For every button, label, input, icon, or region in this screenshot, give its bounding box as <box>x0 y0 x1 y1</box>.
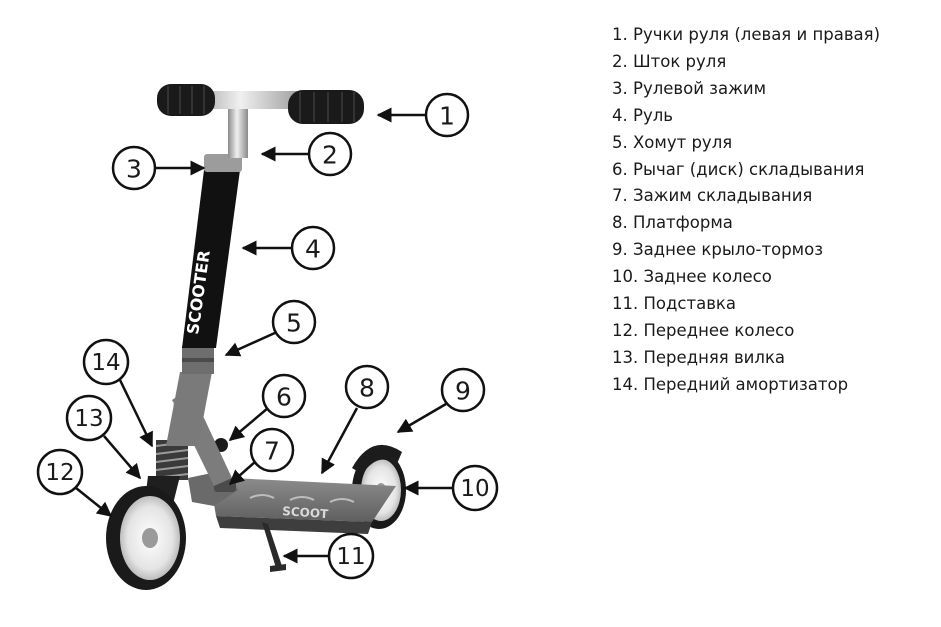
callout-9 <box>396 367 486 434</box>
callout-10 <box>403 464 499 512</box>
front-wheel <box>106 486 186 590</box>
callout-number-4: 4 <box>305 235 321 264</box>
callout-number-9: 9 <box>455 377 471 406</box>
legend-item: 1. Ручки руля (левая и правая) <box>612 25 881 44</box>
callouts <box>36 92 499 580</box>
parts-legend: 1. Ручки руля (левая и правая) 2. Шток р… <box>612 22 937 399</box>
callout-number-7: 7 <box>264 437 280 466</box>
callout-number-2: 2 <box>322 141 338 170</box>
callout-4 <box>241 225 336 271</box>
legend-item: 11. Подставка <box>612 294 736 314</box>
callout-number-13: 13 <box>74 406 103 432</box>
legend-item: 14. Передний амортизатор <box>612 374 849 394</box>
handlebar-stem <box>228 108 248 158</box>
rear-fender-brake <box>352 444 402 474</box>
callout-11 <box>282 532 375 580</box>
callout-7 <box>228 427 295 485</box>
callout-14 <box>82 338 154 448</box>
legend-item: 4. Руль <box>612 105 673 125</box>
legend-item: 10. Заднее колесо <box>612 267 772 287</box>
callout-3 <box>111 145 206 191</box>
legend-item: 5. Хомут руля <box>612 132 733 152</box>
legend-item: 12. Переднее колесо <box>612 320 795 340</box>
callout-number-5: 5 <box>286 309 302 338</box>
steering-column <box>166 372 212 446</box>
callout-number-10: 10 <box>460 476 489 502</box>
legend-item: 8. Платформа <box>612 213 733 233</box>
callout-number-6: 6 <box>276 383 292 412</box>
deck: SCOOT <box>212 478 396 534</box>
deck-logo: SCOOT <box>282 504 330 521</box>
callout-12 <box>36 448 113 517</box>
callout-1 <box>376 92 470 138</box>
legend-item: 13. Передняя вилка <box>612 347 786 367</box>
front-shock <box>155 440 189 480</box>
legend-item: 2. Шток руля <box>612 51 727 71</box>
legend-item: 9. Заднее крыло-тормоз <box>612 240 823 260</box>
callout-number-12: 12 <box>45 460 74 486</box>
callout-2 <box>260 131 353 177</box>
handlebar-grips <box>157 84 364 124</box>
callout-8 <box>320 364 390 475</box>
kickstand <box>262 522 282 568</box>
legend-item: 7. Зажим складывания <box>612 186 813 206</box>
callout-number-8: 8 <box>359 374 375 403</box>
callout-5 <box>224 299 317 357</box>
callout-13 <box>65 394 141 480</box>
scooter: SCOOT <box>106 84 406 590</box>
callout-number-3: 3 <box>126 155 142 184</box>
callout-number-11: 11 <box>336 544 365 570</box>
steering-clamp <box>204 154 242 172</box>
callout-number-14: 14 <box>91 350 120 376</box>
scooter-diagram: SCOOT <box>36 84 499 590</box>
callout-6 <box>228 373 307 441</box>
legend-item: 6. Рычаг (диск) складывания <box>612 159 865 179</box>
callout-numbers: 1 2 3 4 5 6 7 8 9 10 11 12 13 14 <box>45 102 489 571</box>
callout-number-1: 1 <box>439 102 455 131</box>
handlebar-tube: SCOOTER <box>182 170 240 348</box>
legend-item: 3. Рулевой зажим <box>612 78 767 98</box>
